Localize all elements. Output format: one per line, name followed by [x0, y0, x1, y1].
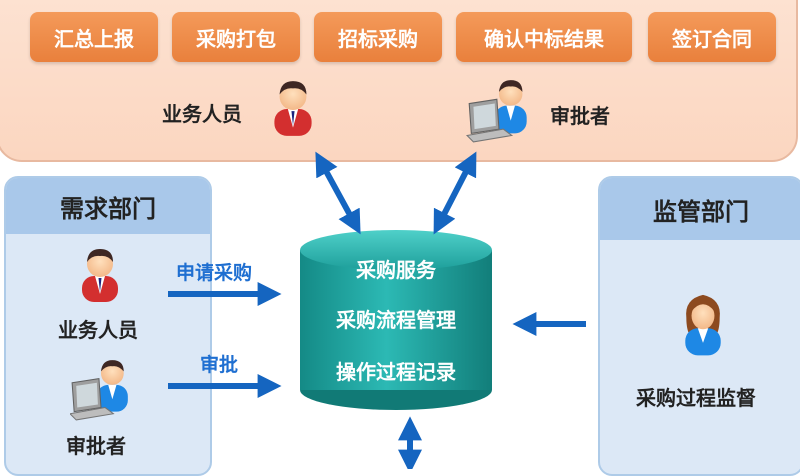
step-label: 采购打包 [196, 26, 276, 51]
flow-label-apply-purchase: 申请采购 [176, 262, 253, 284]
step-purchase-package[interactable]: 采购打包 [172, 12, 300, 62]
step-label: 汇总上报 [54, 26, 134, 51]
flow-label-approve: 审批 [200, 354, 239, 376]
center-item-operation-log: 操作过程记录 [336, 360, 456, 384]
center-item-process-management: 采购流程管理 [336, 308, 456, 332]
left-staff-label: 业务人员 [58, 318, 138, 342]
supervisor-label: 采购过程监督 [636, 386, 756, 410]
step-label: 签订合同 [672, 26, 752, 51]
arrow-approver-to-platform [433, 151, 477, 235]
step-label: 确认中标结果 [484, 26, 604, 51]
arrow-staff-to-platform [315, 151, 361, 235]
top-staff-label: 业务人员 [162, 102, 242, 126]
demand-department-title: 需求部门 [6, 178, 210, 234]
step-confirm-winning-bid[interactable]: 确认中标结果 [456, 12, 632, 62]
top-approver-label: 审批者 [550, 104, 610, 128]
step-tender-purchase[interactable]: 招标采购 [314, 12, 442, 62]
purchase-platform-cylinder [300, 230, 492, 410]
left-approver-label: 审批者 [66, 434, 126, 458]
step-label: 招标采购 [338, 26, 418, 51]
center-item-purchase-service: 采购服务 [356, 258, 436, 282]
step-summary-report[interactable]: 汇总上报 [30, 12, 158, 62]
demand-department-panel: 需求部门 [4, 176, 212, 476]
supervision-department-title: 监管部门 [600, 178, 800, 240]
step-sign-contract[interactable]: 签订合同 [648, 12, 776, 62]
